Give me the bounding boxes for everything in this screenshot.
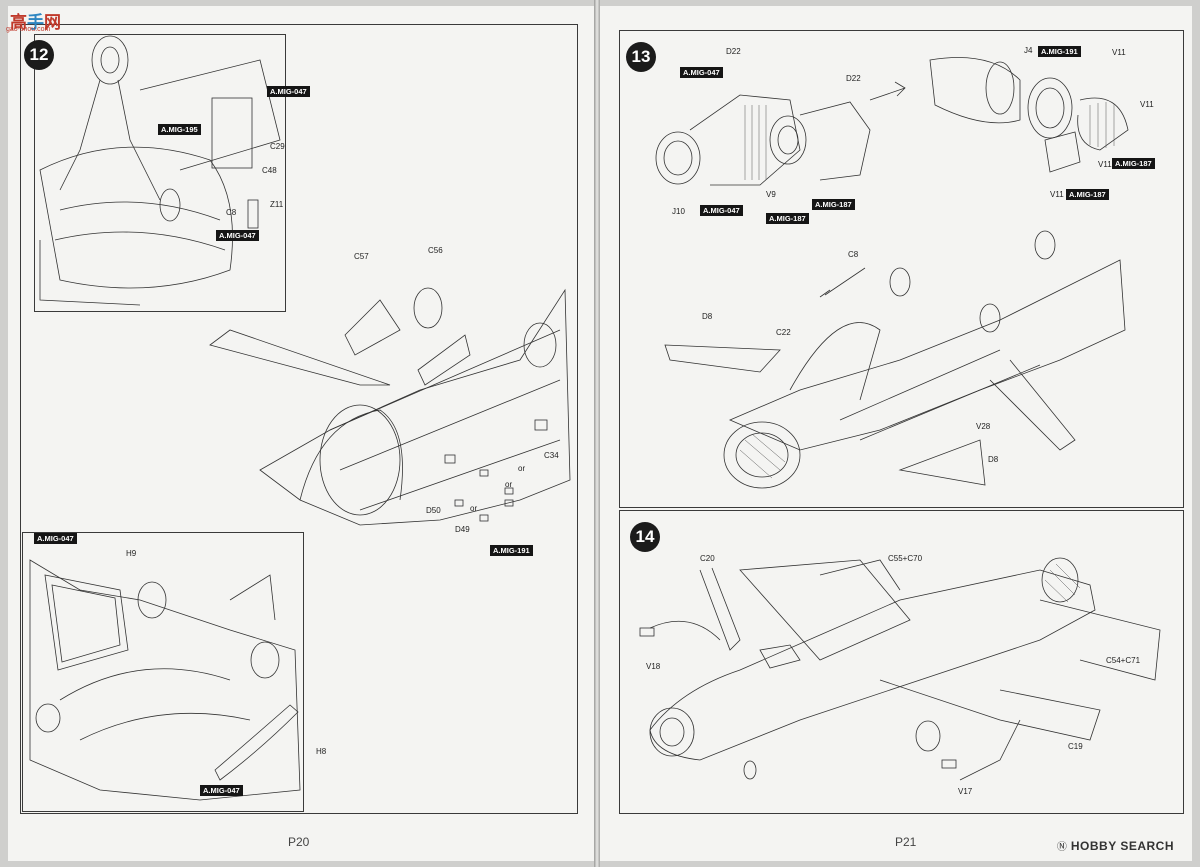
watermark-logo: 高 手 网 [10, 8, 61, 33]
step12-fuselage [209, 287, 571, 526]
step13-nozzle-parts [655, 57, 1129, 186]
step-13-frame [619, 30, 1184, 508]
part-label: D22 [846, 74, 861, 83]
part-label: C55+C70 [888, 554, 923, 563]
page-number-right: P21 [895, 835, 917, 849]
part-label: V28 [976, 422, 991, 431]
part-label: Z11 [270, 200, 284, 209]
part-label: J4 [1024, 46, 1033, 55]
part-label: H8 [316, 747, 327, 756]
paint-tag: A.MIG-047 [200, 785, 243, 796]
hobby-search-name: HOBBY SEARCH [1070, 838, 1174, 853]
part-label: V11 [1140, 100, 1154, 109]
step-number-13: 13 [626, 42, 656, 72]
paint-tag: A.MIG-187 [812, 199, 855, 210]
step-12-frame [20, 24, 578, 814]
step14-aircraft [639, 557, 1161, 781]
part-label: D50 [426, 506, 441, 515]
part-label: C20 [700, 554, 715, 563]
part-label: C8 [848, 250, 859, 259]
part-label: C56 [428, 246, 443, 255]
hobby-search-logo-mark: Ⓝ [1056, 842, 1067, 853]
part-label: V11 [1098, 160, 1112, 169]
watermark-char-3: 网 [44, 13, 61, 32]
paint-tag: A.MIG-187 [766, 213, 809, 224]
part-label: C22 [776, 328, 791, 337]
part-label: D49 [455, 525, 470, 534]
step13-aircraft [664, 230, 1126, 489]
paint-tag: A.MIG-047 [267, 86, 310, 97]
step-number-12: 12 [24, 40, 54, 70]
paint-tag: A.MIG-047 [34, 533, 77, 544]
paint-tag: A.MIG-195 [158, 124, 201, 135]
hobby-search-watermark: Ⓝ HOBBY SEARCH [1056, 838, 1174, 854]
paint-tag: A.MIG-191 [490, 545, 533, 556]
part-label: C19 [1068, 742, 1083, 751]
part-label: C57 [354, 252, 369, 261]
part-label: V9 [766, 190, 776, 199]
part-label: D8 [702, 312, 713, 321]
step-12-lower-frame [22, 532, 304, 812]
step-number-14: 14 [630, 522, 660, 552]
part-label: D22 [726, 47, 741, 56]
or-label: or [505, 480, 513, 489]
part-label: V17 [958, 787, 973, 796]
paint-tag: A.MIG-047 [680, 67, 723, 78]
step-14-frame [619, 510, 1184, 814]
part-label: C29 [270, 142, 285, 151]
paint-tag: A.MIG-047 [216, 230, 259, 241]
part-label: C54+C71 [1106, 656, 1141, 665]
part-label: J10 [672, 207, 685, 216]
part-label: V11 [1112, 48, 1126, 57]
book-spine [594, 0, 600, 867]
step12-landing-gear-detail [39, 35, 281, 306]
watermark-char-1: 高 [10, 13, 27, 32]
step-12-detail-frame [34, 34, 286, 312]
part-label: D8 [988, 455, 999, 464]
or-label: or [518, 464, 526, 473]
paint-tag: A.MIG-187 [1066, 189, 1109, 200]
part-label: C34 [544, 451, 559, 460]
page-number-left: P20 [288, 835, 310, 849]
part-label: H9 [126, 549, 137, 558]
watermark-char-2: 手 [27, 13, 44, 32]
or-label: or [470, 504, 478, 513]
watermark-url: gao-shou.com [6, 26, 51, 33]
paint-tag: A.MIG-191 [1038, 46, 1081, 57]
left-page [8, 6, 594, 861]
part-label: V11 [1050, 190, 1064, 199]
paint-tag: A.MIG-047 [700, 205, 743, 216]
part-label: C48 [262, 166, 277, 175]
paint-tag: A.MIG-187 [1112, 158, 1155, 169]
part-label: V18 [646, 662, 661, 671]
step12-lower-view [29, 559, 301, 801]
part-label: C8 [226, 208, 237, 217]
